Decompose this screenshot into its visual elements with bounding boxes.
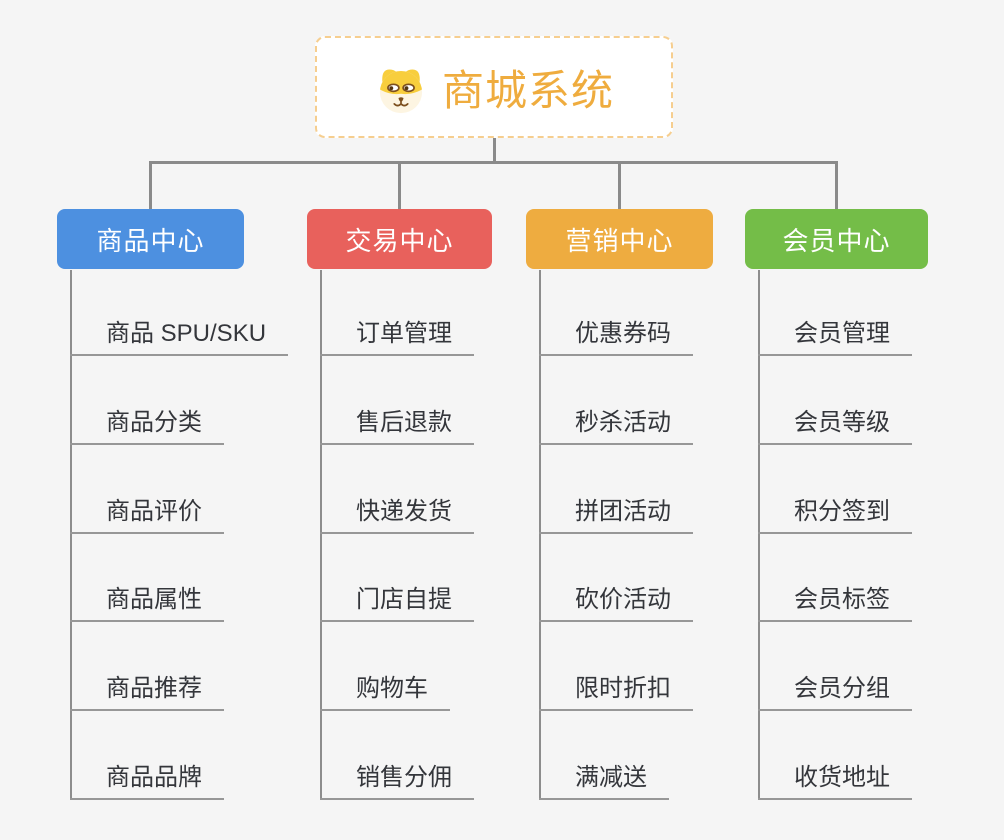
leaf-item[interactable]: 商品 SPU/SKU [70, 318, 289, 356]
column-connector-line [758, 270, 760, 800]
dog-face-icon [374, 60, 428, 114]
leaf-item[interactable]: 砍价活动 [539, 584, 693, 623]
leaf-item[interactable]: 收货地址 [758, 762, 912, 800]
leaf-item[interactable]: 售后退款 [320, 407, 474, 445]
leaf-item[interactable]: 销售分佣 [320, 762, 474, 800]
leaf-item[interactable]: 满减送 [539, 762, 669, 800]
leaf-item[interactable]: 购物车 [320, 673, 450, 712]
leaf-item[interactable]: 商品分类 [70, 407, 224, 445]
leaf-item[interactable]: 商品品牌 [70, 762, 224, 800]
branch-node-product-center[interactable]: 商品中心 [57, 209, 244, 269]
leaf-item[interactable]: 商品评价 [70, 496, 224, 534]
leaf-item[interactable]: 积分签到 [758, 496, 912, 534]
branch-label: 营销中心 [565, 225, 674, 256]
branch-node-marketing-center[interactable]: 营销中心 [526, 209, 713, 269]
column-connector-line [320, 270, 322, 800]
branch-drop-line-product-center [149, 161, 152, 210]
column-connector-line [70, 270, 72, 800]
branch-drop-line-marketing-center [618, 161, 621, 210]
branch-label: 商品中心 [96, 225, 205, 256]
root-title: 商城系统 [441, 66, 614, 114]
leaf-item[interactable]: 会员等级 [758, 407, 912, 445]
branch-node-member-center[interactable]: 会员中心 [745, 209, 928, 269]
column-connector-line [539, 270, 541, 800]
leaf-item[interactable]: 订单管理 [320, 318, 474, 356]
leaf-item[interactable]: 会员标签 [758, 584, 912, 623]
leaf-item[interactable]: 会员管理 [758, 318, 912, 356]
leaf-item[interactable]: 拼团活动 [539, 496, 693, 534]
branch-label: 会员中心 [782, 225, 891, 256]
leaf-item[interactable]: 优惠券码 [539, 318, 693, 356]
leaf-item[interactable]: 限时折扣 [539, 673, 693, 712]
branch-drop-line-trade-center [398, 161, 401, 210]
leaf-item[interactable]: 商品推荐 [70, 673, 224, 712]
branch-drop-line-member-center [835, 161, 838, 210]
branch-node-trade-center[interactable]: 交易中心 [307, 209, 492, 269]
leaf-item[interactable]: 秒杀活动 [539, 407, 693, 445]
branch-bus-line [149, 161, 838, 164]
leaf-item[interactable]: 会员分组 [758, 673, 912, 712]
leaf-item[interactable]: 商品属性 [70, 584, 224, 623]
root-stem-line [492, 138, 496, 164]
leaf-item[interactable]: 门店自提 [320, 584, 474, 623]
root-node[interactable]: 商城系统 [315, 36, 673, 138]
branch-label: 交易中心 [345, 225, 454, 256]
leaf-item[interactable]: 快递发货 [320, 496, 474, 534]
